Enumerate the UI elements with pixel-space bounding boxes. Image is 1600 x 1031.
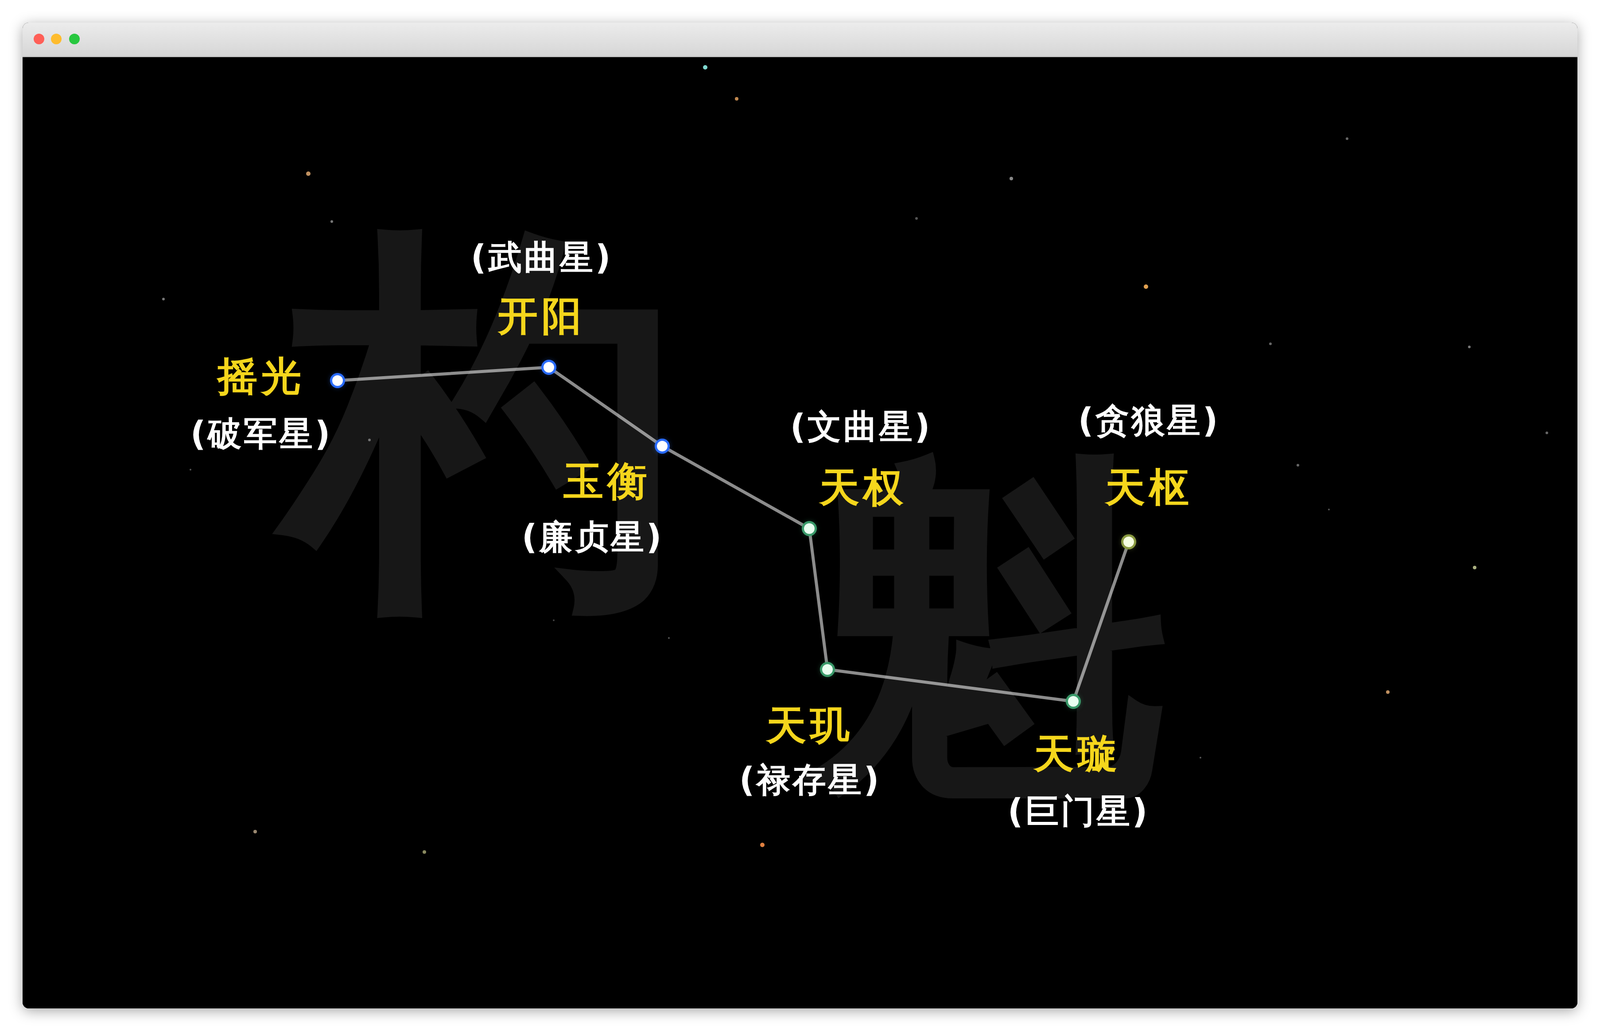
star-name: 天枢 — [1105, 465, 1193, 509]
constellation-line — [666, 448, 805, 526]
title-bar — [22, 22, 1578, 58]
star-dot — [803, 523, 815, 534]
star-dot — [656, 440, 668, 452]
star-dot — [543, 361, 555, 373]
star-node: (文曲星)天权 — [803, 523, 815, 534]
star-alias: (文曲星) — [790, 407, 933, 446]
star-alias: (武曲星) — [470, 238, 613, 276]
star-name: 天璇 — [1033, 731, 1122, 776]
star-alias: (破军星) — [190, 415, 333, 453]
star-node: (贪狼星)天枢 — [1123, 536, 1134, 548]
star-name: 开阳 — [497, 293, 586, 338]
star-node: 天璇(巨门星) — [1067, 695, 1079, 707]
star-alias: (禄存星) — [739, 761, 882, 799]
star-dot — [822, 664, 833, 675]
star-node: 天玑(禄存星) — [822, 664, 833, 675]
star-name: 天玑 — [766, 702, 855, 747]
star-name: 玉衡 — [563, 458, 652, 503]
watermark: 杓 — [285, 221, 684, 620]
star-node: (武曲星)开阳 — [543, 361, 555, 373]
night-sky — [22, 57, 1578, 1009]
star-dot — [1123, 536, 1134, 548]
star-dot — [332, 375, 343, 386]
star-dot — [1067, 695, 1079, 707]
star-alias: (贪狼星) — [1078, 401, 1220, 439]
star-node: 玉衡(廉贞星) — [656, 440, 668, 452]
window-buttons — [22, 22, 121, 57]
star-alias: (巨门星) — [1007, 792, 1150, 830]
star-name: 摇光 — [217, 353, 306, 398]
star-node: 摇光(破军星) — [332, 375, 343, 386]
browser-window — [22, 22, 1578, 1009]
star-alias: (廉贞星) — [521, 518, 664, 556]
star-name: 天权 — [819, 465, 908, 509]
